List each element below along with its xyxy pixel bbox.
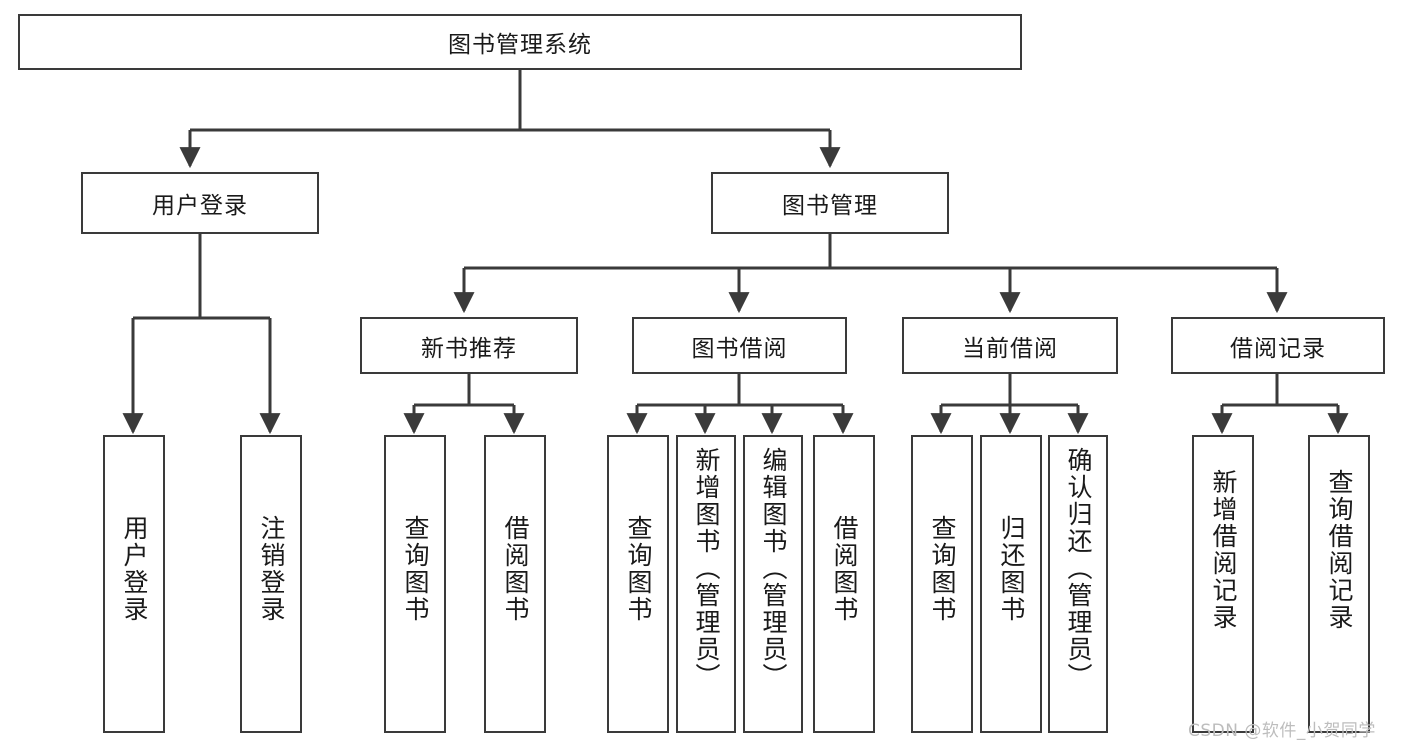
node-book-management-label: 图书管理 [782,193,878,219]
node-root[interactable]: 图书管理系统 [18,14,1022,70]
node-user-login[interactable]: 用户登录 [81,172,319,234]
node-root-label: 图书管理系统 [448,32,592,58]
node-borrow-record[interactable]: 借阅记录 [1171,317,1385,374]
node-leaf-add-record[interactable]: 新增借阅记录 [1192,435,1254,733]
node-leaf-add-book[interactable]: 新增图书（管理员） [676,435,736,733]
node-leaf-borrow-book-2[interactable]: 借阅图书 [813,435,875,733]
node-leaf-query-record-label: 查询借阅记录 [1325,469,1354,631]
csdn-watermark: CSDN @软件_小贺同学 [1188,721,1376,741]
node-leaf-edit-book-label: 编辑图书（管理员） [759,447,788,690]
node-borrow-record-label: 借阅记录 [1230,335,1326,362]
node-leaf-add-book-label: 新增图书（管理员） [692,447,721,690]
node-leaf-user-logout-label: 注销登录 [257,515,286,623]
node-leaf-user-logout[interactable]: 注销登录 [240,435,302,733]
node-leaf-add-record-label: 新增借阅记录 [1209,469,1238,631]
node-leaf-query-record[interactable]: 查询借阅记录 [1308,435,1370,733]
node-leaf-query-book-2-label: 查询图书 [624,515,653,623]
node-book-borrow-label: 图书借阅 [691,335,788,362]
node-leaf-return-book[interactable]: 归还图书 [980,435,1042,733]
node-leaf-query-book-2[interactable]: 查询图书 [607,435,669,733]
node-leaf-query-book-1-label: 查询图书 [401,515,430,623]
node-book-management[interactable]: 图书管理 [711,172,949,234]
node-book-borrow[interactable]: 图书借阅 [632,317,847,374]
node-leaf-user-login-label: 用户登录 [120,515,149,623]
node-new-book-recommend-label: 新书推荐 [421,335,517,362]
node-leaf-query-book-3-label: 查询图书 [928,515,957,623]
node-leaf-borrow-book-1[interactable]: 借阅图书 [484,435,546,733]
node-leaf-edit-book[interactable]: 编辑图书（管理员） [743,435,803,733]
node-leaf-borrow-book-2-label: 借阅图书 [830,515,859,623]
node-leaf-borrow-book-1-label: 借阅图书 [501,515,530,623]
node-user-login-label: 用户登录 [152,193,248,219]
node-current-borrow-label: 当前借阅 [962,335,1058,362]
node-current-borrow[interactable]: 当前借阅 [902,317,1118,374]
node-leaf-confirm-return[interactable]: 确认归还（管理员） [1048,435,1108,733]
node-leaf-user-login[interactable]: 用户登录 [103,435,165,733]
node-leaf-query-book-3[interactable]: 查询图书 [911,435,973,733]
node-leaf-return-book-label: 归还图书 [997,515,1026,623]
node-new-book-recommend[interactable]: 新书推荐 [360,317,578,374]
node-leaf-confirm-return-label: 确认归还（管理员） [1064,447,1093,690]
node-leaf-query-book-1[interactable]: 查询图书 [384,435,446,733]
